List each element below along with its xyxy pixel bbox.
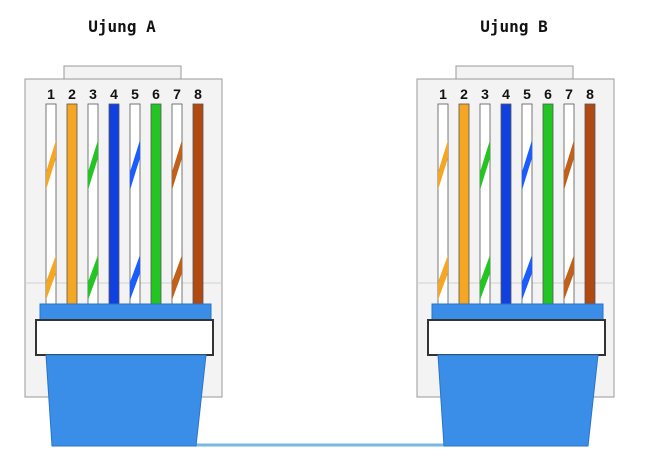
wire-5 bbox=[521, 103, 533, 305]
wire-stripe bbox=[46, 255, 56, 300]
wire-1 bbox=[45, 103, 57, 305]
wire-stripe bbox=[522, 140, 532, 190]
wire-5 bbox=[129, 103, 141, 305]
wire-solid bbox=[150, 103, 162, 305]
latch-tab bbox=[455, 65, 574, 80]
wire-stripe bbox=[88, 140, 98, 190]
pin-number-2: 2 bbox=[460, 86, 468, 102]
connector-title: Ujung B bbox=[480, 17, 548, 36]
pin-number-4: 4 bbox=[110, 86, 118, 102]
wire-solid bbox=[66, 103, 78, 305]
latch-tab bbox=[63, 65, 182, 80]
pin-number-5: 5 bbox=[131, 86, 139, 102]
wire-solid bbox=[458, 103, 470, 305]
pin-number-1: 1 bbox=[47, 86, 55, 102]
wire-stripe bbox=[88, 255, 98, 300]
wire-stripe bbox=[46, 140, 56, 190]
wire-stripe bbox=[480, 255, 490, 300]
wire-6 bbox=[150, 103, 162, 305]
pin-number-2: 2 bbox=[68, 86, 76, 102]
wire-6 bbox=[542, 103, 554, 305]
wire-8 bbox=[584, 103, 596, 305]
wire-solid bbox=[192, 103, 204, 305]
connector-title: Ujung A bbox=[88, 17, 156, 36]
wire-stripe bbox=[480, 140, 490, 190]
pin-number-3: 3 bbox=[89, 86, 97, 102]
wire-stripe bbox=[172, 255, 182, 300]
wire-stripe bbox=[438, 255, 448, 300]
wire-3 bbox=[87, 103, 99, 305]
wire-1 bbox=[437, 103, 449, 305]
wire-solid bbox=[584, 103, 596, 305]
wire-7 bbox=[171, 103, 183, 305]
pin-number-4: 4 bbox=[502, 86, 510, 102]
pin-number-8: 8 bbox=[194, 86, 202, 102]
pin-number-5: 5 bbox=[523, 86, 531, 102]
wire-8 bbox=[192, 103, 204, 305]
wire-stripe bbox=[130, 140, 140, 190]
wire-solid bbox=[500, 103, 512, 305]
wire-4 bbox=[108, 103, 120, 305]
pin-number-8: 8 bbox=[586, 86, 594, 102]
pin-number-7: 7 bbox=[565, 86, 573, 102]
strain-relief-band bbox=[35, 319, 214, 356]
wire-3 bbox=[479, 103, 491, 305]
pin-number-6: 6 bbox=[544, 86, 552, 102]
wire-stripe bbox=[130, 255, 140, 300]
pin-number-6: 6 bbox=[152, 86, 160, 102]
pin-number-1: 1 bbox=[439, 86, 447, 102]
boot-bottom bbox=[45, 354, 207, 447]
pin-number-3: 3 bbox=[481, 86, 489, 102]
strain-relief-band bbox=[427, 319, 606, 356]
wire-7 bbox=[563, 103, 575, 305]
wire-stripe bbox=[438, 140, 448, 190]
wire-stripe bbox=[522, 255, 532, 300]
wire-2 bbox=[66, 103, 78, 305]
wire-stripe bbox=[564, 255, 574, 300]
wire-2 bbox=[458, 103, 470, 305]
wire-solid bbox=[108, 103, 120, 305]
wire-4 bbox=[500, 103, 512, 305]
boot-bottom bbox=[437, 354, 599, 447]
wire-solid bbox=[542, 103, 554, 305]
wire-stripe bbox=[564, 140, 574, 190]
wire-stripe bbox=[172, 140, 182, 190]
pin-number-7: 7 bbox=[173, 86, 181, 102]
